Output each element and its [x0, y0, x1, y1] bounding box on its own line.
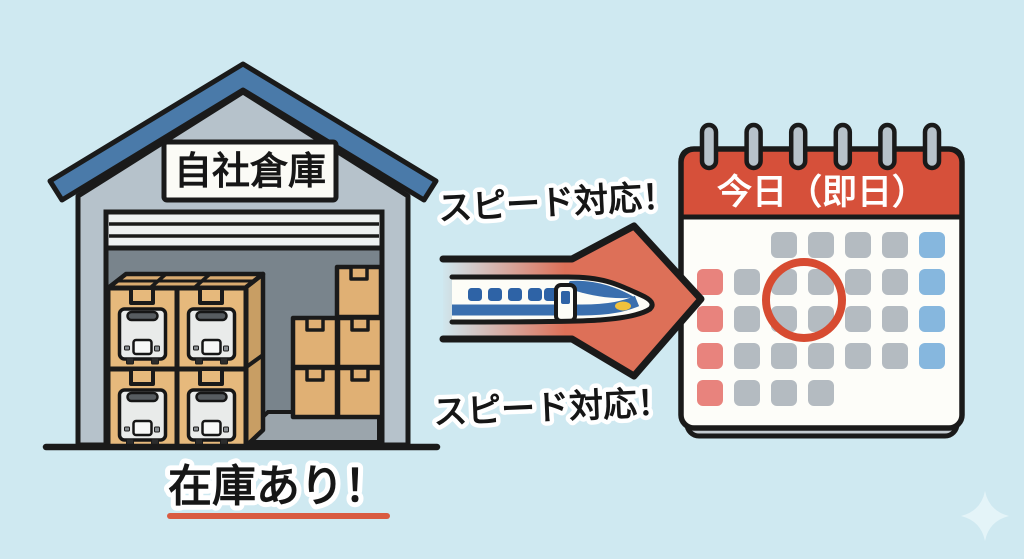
stock-label-group: 在庫あり！	[163, 457, 393, 519]
heater-part	[195, 310, 228, 322]
tankless-water-heater-icon	[117, 388, 168, 446]
heater-part	[193, 426, 199, 432]
shutter	[103, 209, 385, 251]
tankless-water-heater-icon	[186, 307, 237, 365]
stock-label: 在庫あり！	[168, 462, 388, 511]
heater-part	[132, 338, 153, 356]
heater-part	[154, 345, 160, 352]
calendar-rings	[699, 122, 942, 171]
calendar-cell-weekday	[734, 380, 760, 406]
calendar-ring	[922, 122, 942, 171]
heater-part	[223, 345, 229, 352]
heater-part	[223, 426, 229, 433]
train-window	[508, 288, 522, 301]
heater-part	[132, 419, 153, 437]
calendar-cell-saturday	[919, 343, 945, 369]
heater-part	[124, 426, 130, 432]
train-window	[528, 288, 542, 301]
bullet-train-icon	[449, 274, 655, 325]
calendar-cell-weekday	[882, 269, 908, 295]
calendar-cell-weekday	[882, 343, 908, 369]
calendar-ring	[833, 122, 853, 171]
shutter-slats	[103, 209, 385, 251]
calendar-grid	[697, 232, 945, 406]
heater-part	[126, 357, 134, 365]
calendar-cell-saturday	[919, 269, 945, 295]
calendar-cell-sunday	[697, 306, 723, 332]
calendar-cell-sunday	[697, 343, 723, 369]
calendar-cell-weekday	[845, 306, 871, 332]
calendar-cell-sunday	[697, 269, 723, 295]
train-window	[488, 288, 502, 301]
calendar-cell-weekday	[808, 343, 834, 369]
calendar-cell-saturday	[919, 306, 945, 332]
calendar-title: 今日（即日）	[717, 173, 927, 212]
calendar-cell-weekday	[808, 232, 834, 258]
warehouse: 自社倉庫	[42, 61, 441, 451]
calendar-highlight-circle	[762, 258, 846, 342]
heater-part	[154, 426, 160, 433]
heater-part	[220, 357, 228, 365]
small-box-flap	[349, 265, 369, 281]
heater-part	[186, 388, 237, 442]
sparkle-icon	[961, 491, 1009, 541]
calendar-cell-weekday	[808, 380, 834, 406]
calendar-ring	[878, 122, 897, 171]
calendar-ring	[744, 122, 763, 171]
calendar-cell-weekday	[734, 343, 760, 369]
calendar-ring	[788, 122, 808, 171]
heater-part	[151, 357, 159, 365]
calendar: 今日（即日）	[678, 122, 965, 439]
calendar-cell-weekday	[845, 232, 871, 258]
calendar-cell-weekday	[845, 343, 871, 369]
calendar-cell-weekday	[734, 269, 760, 295]
big-box-flap	[129, 367, 155, 386]
heater-part	[195, 391, 228, 403]
small-box-flap	[350, 316, 370, 332]
heater-part	[201, 419, 222, 437]
heater-part	[117, 388, 168, 442]
heater-part	[124, 345, 130, 351]
calendar-cell-weekday	[808, 269, 834, 295]
calendar-cell-sunday	[697, 380, 723, 406]
calendar-ring	[699, 122, 719, 171]
warehouse-sign-label: 自社倉庫	[174, 151, 326, 193]
heater-part	[186, 307, 237, 361]
tankless-water-heater-icon	[186, 388, 237, 446]
heater-part	[193, 345, 199, 351]
small-box-flap	[305, 316, 325, 332]
speed-arrow	[439, 222, 705, 380]
heater-part	[195, 357, 203, 365]
calendar-cell-saturday	[919, 232, 945, 258]
small-box-flap	[350, 366, 370, 382]
calendar-cell-weekday	[882, 232, 908, 258]
big-box-flap	[129, 286, 155, 305]
big-box-flap	[198, 367, 224, 386]
big-box-stack	[105, 271, 266, 450]
calendar-cell-weekday	[771, 232, 797, 258]
heater-part	[126, 391, 159, 403]
calendar-cell-weekday	[845, 269, 871, 295]
small-box-stack	[290, 264, 385, 420]
heater-part	[117, 307, 168, 361]
train-headlight	[615, 301, 631, 311]
arrow-outline	[439, 222, 705, 380]
big-box-flap	[198, 286, 224, 305]
calendar-cell-weekday	[882, 306, 908, 332]
heater-part	[201, 338, 222, 356]
train-window	[468, 288, 482, 301]
train-stripe	[452, 295, 640, 316]
calendar-cell-weekday	[771, 343, 797, 369]
train-outline	[449, 274, 655, 325]
warehouse-roof	[47, 61, 439, 203]
calendar-cell-weekday	[771, 380, 797, 406]
small-box-flap	[305, 366, 325, 382]
train-cab-window	[568, 280, 634, 299]
warehouse-sign-board	[161, 139, 339, 203]
heater-part	[126, 310, 159, 322]
tankless-water-heater-icon	[117, 307, 168, 365]
train-door-window	[561, 291, 570, 304]
calendar-cell-weekday	[734, 306, 760, 332]
